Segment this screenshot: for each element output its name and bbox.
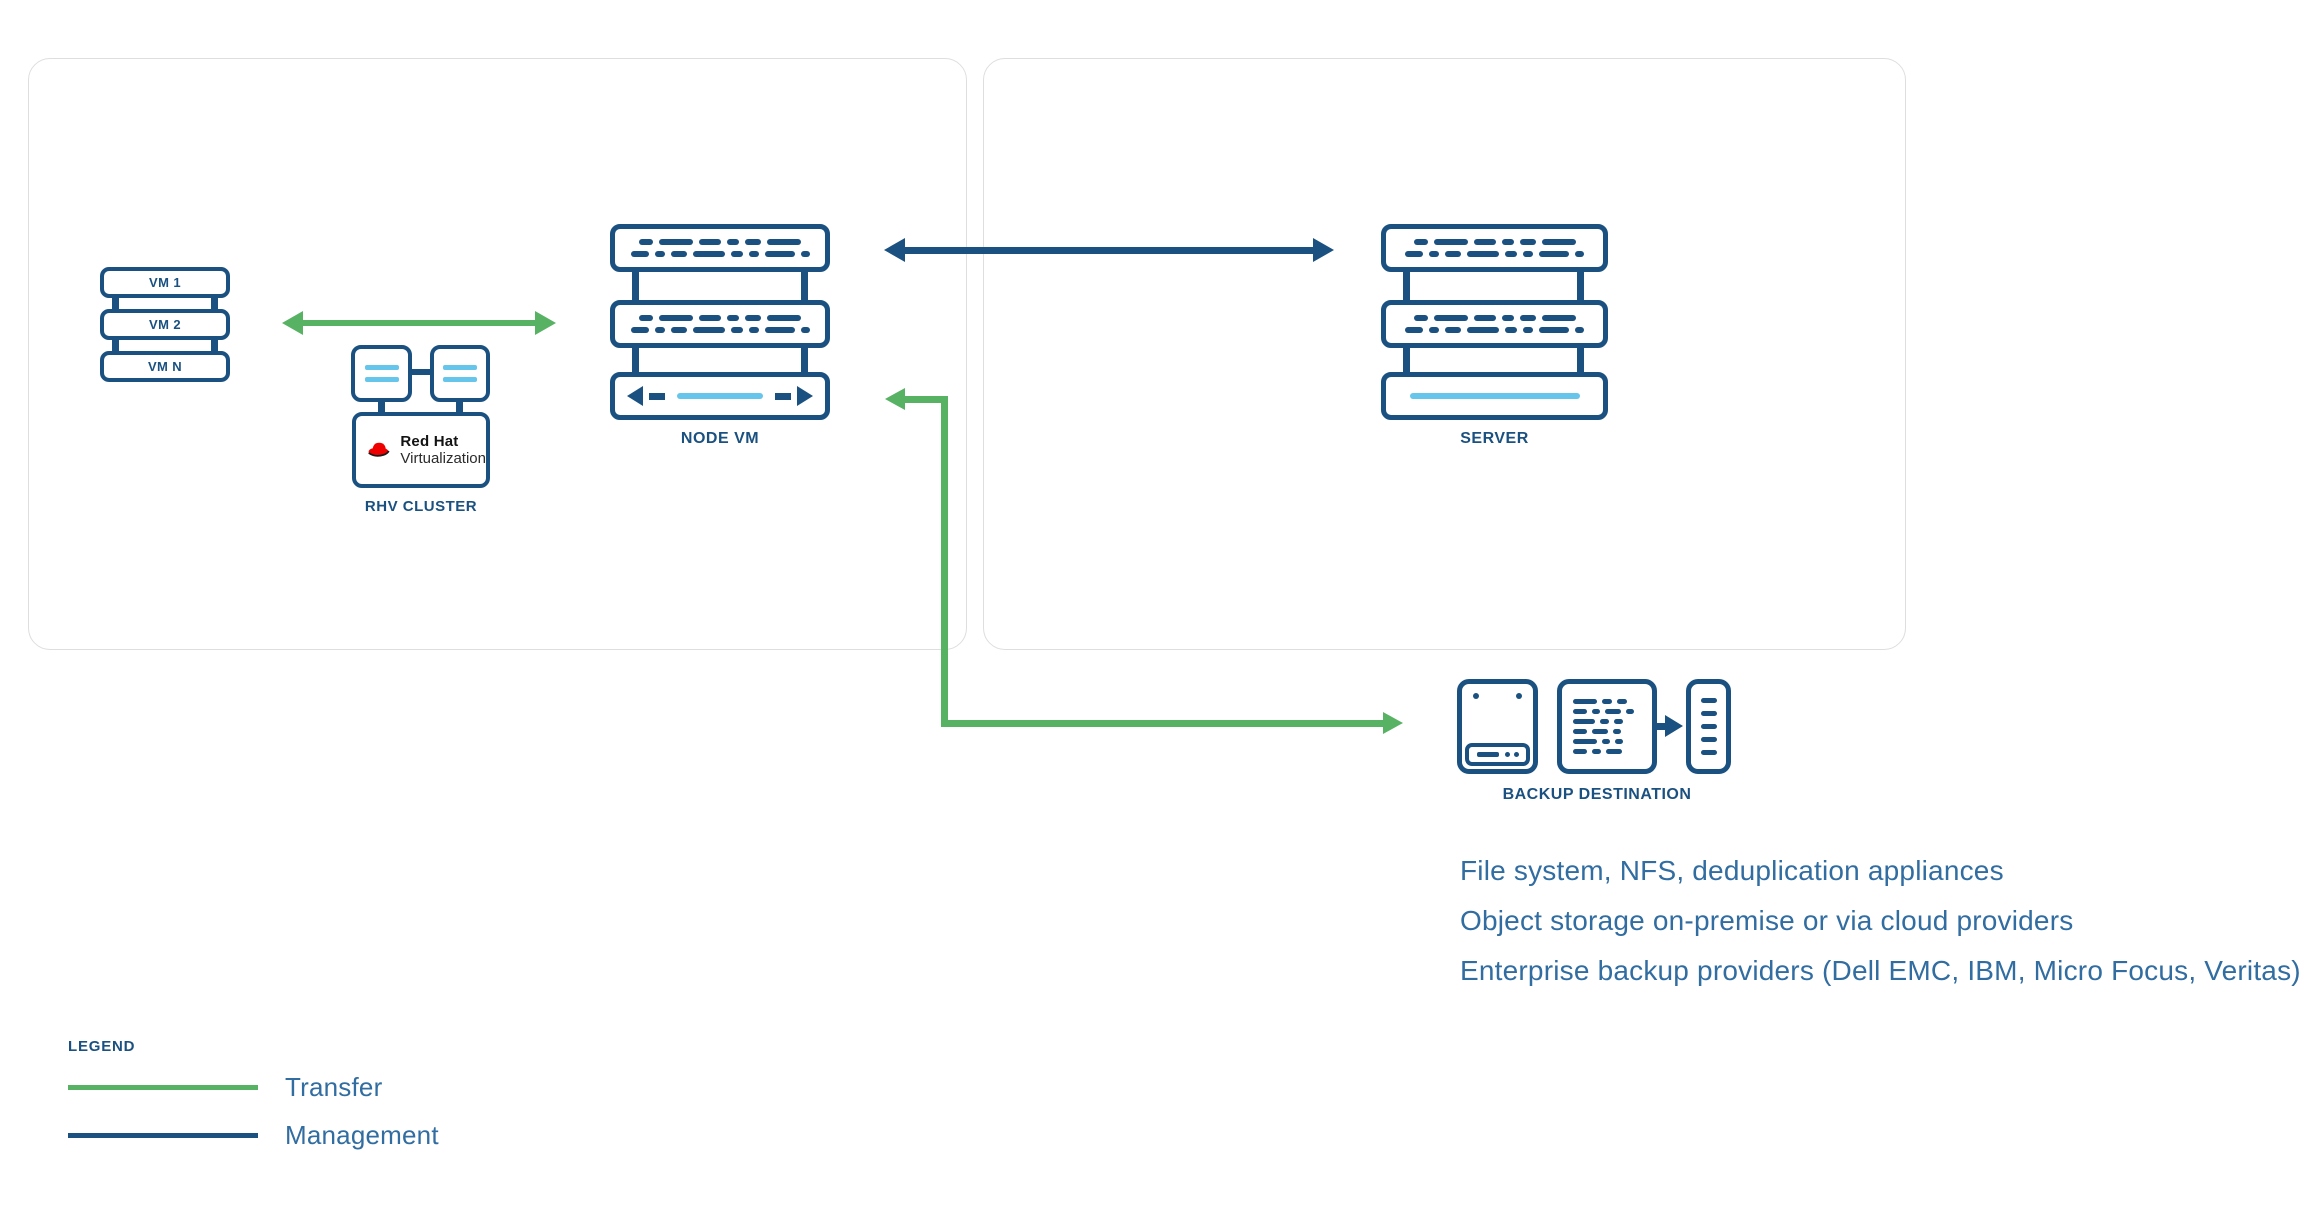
node-vm-unit-3: [610, 372, 830, 420]
node-slot: [364, 377, 399, 382]
server-unit-2: [1381, 300, 1608, 348]
cluster-drop-right: [456, 399, 463, 414]
nas-storage-icon: [1457, 679, 1538, 774]
tape-icon: [1686, 679, 1731, 774]
backup-note-2: Object storage on-premise or via cloud p…: [1460, 905, 2074, 936]
node-vm-label: NODE VM: [680, 430, 760, 447]
arrowhead-left-icon: [884, 238, 905, 262]
rhv-cluster-label: RHV CLUSTER: [364, 498, 478, 515]
file-repository-icon: [1557, 679, 1657, 774]
node-slot: [364, 365, 399, 370]
arrow-shaft: [905, 246, 1313, 254]
elbow-segment: [903, 396, 948, 403]
vm-row-n: VM N: [100, 351, 230, 382]
cluster-node-2-icon: [430, 345, 490, 402]
elbow-segment: [941, 720, 1385, 727]
status-bar: [1409, 393, 1580, 399]
management-arrow-nodevm-server: [884, 237, 1334, 263]
transfer-channel-bar: [677, 393, 763, 399]
server-unit-1: [1381, 224, 1608, 272]
legend-transfer-label: Transfer: [285, 1072, 383, 1102]
vm-1-label: VM 1: [149, 275, 181, 290]
arrowhead-right-icon: [797, 386, 813, 406]
arrowhead-right-icon: [1665, 715, 1683, 737]
arrowhead-left-icon: [885, 388, 905, 410]
backup-note-3: Enterprise backup providers (Dell EMC, I…: [1460, 955, 2301, 986]
node-vm-unit-2: [610, 300, 830, 348]
node-slot: [443, 377, 477, 382]
backup-destination-label: BACKUP DESTINATION: [1502, 786, 1692, 803]
arrowhead-left-icon: [627, 386, 643, 406]
elbow-segment: [941, 396, 948, 727]
backup-notes: File system, NFS, deduplication applianc…: [1460, 846, 2301, 996]
redhat-brand-text: Red Hat Virtualization: [400, 433, 486, 468]
server-unit-3: [1381, 372, 1608, 420]
arrowhead-left-icon: [282, 311, 303, 335]
arrow-shaft: [303, 320, 535, 326]
repo-to-tape-arrow: [1653, 715, 1683, 737]
node-vm-unit-1: [610, 224, 830, 272]
cluster-link-bar: [405, 369, 439, 375]
vm-row-1: VM 1: [100, 267, 230, 298]
redhat-hat-icon: [368, 442, 390, 457]
vm-2-label: VM 2: [149, 317, 181, 332]
nas-drive-bay: [1465, 743, 1530, 766]
server-label: SERVER: [1460, 430, 1529, 447]
redhat-virtualization-box: Red Hat Virtualization: [352, 412, 490, 488]
backup-note-1: File system, NFS, deduplication applianc…: [1460, 855, 2004, 886]
legend-management-line: [68, 1133, 258, 1138]
legend-transfer-line: [68, 1085, 258, 1090]
cluster-drop-left: [378, 399, 385, 414]
legend-management-label: Management: [285, 1120, 439, 1150]
arrowhead-right-icon: [535, 311, 556, 335]
arrowhead-right-icon: [1313, 238, 1334, 262]
legend-title: LEGEND: [68, 1038, 136, 1055]
node-slot: [443, 365, 477, 370]
redhat-brand-line1: Red Hat: [400, 432, 459, 450]
vm-n-label: VM N: [147, 359, 183, 374]
vm-row-2: VM 2: [100, 309, 230, 340]
redhat-brand-line2: Virtualization: [400, 450, 486, 467]
arrowhead-right-icon: [1383, 712, 1403, 734]
cluster-node-1-icon: [351, 345, 412, 402]
server-environment-panel: [983, 58, 1906, 650]
transfer-arrow-vms-nodevm: [282, 310, 556, 336]
